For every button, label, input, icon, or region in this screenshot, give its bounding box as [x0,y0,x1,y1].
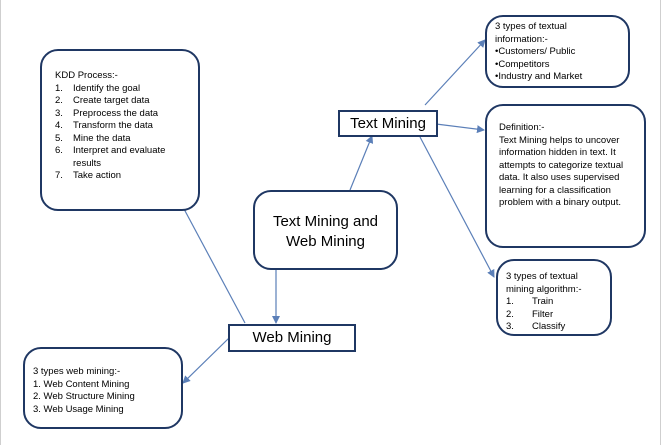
kdd-step: 3.Preprocess the data [55,107,159,119]
central-topic-node: Text Mining and Web Mining [253,190,398,270]
definition-node: Definition:- Text Mining helps to uncove… [485,104,646,248]
web-mining-type-item: 1. Web Content Mining [33,378,130,390]
mining-algorithm-item: 1.Train [506,296,554,307]
arrow-center-to-text-mining [349,135,374,191]
textual-information-title: 3 types of textual information:- [495,21,567,45]
definition-title: Definition:- [499,122,545,133]
mining-algorithm-title: 3 types of textual mining algorithm:- [506,271,582,295]
web-mining-types-title: 3 types web mining:- [33,366,121,377]
textual-information-item: •Competitors [495,58,550,70]
web-mining-types-list: 1. Web Content Mining 2. Web Structure M… [33,379,175,417]
mining-algorithm-item: 2.Filter [506,308,554,320]
mining-algorithm-node: 3 types of textual mining algorithm:- 1.… [496,259,612,336]
web-mining-label: Web Mining [252,329,332,346]
central-topic-line1: Text Mining and [272,213,379,230]
textual-information-item: •Industry and Market [495,71,583,82]
arrow-web-mining-to-kdd [175,193,246,324]
kdd-list: 1.Identify the goal 2.Create target data… [55,83,190,183]
definition-body: Text Mining helps to uncover information… [499,134,624,209]
kdd-process-node: KDD Process:- 1.Identify the goal 2.Crea… [40,49,200,211]
textual-information-list: •Customers/ Public •Competitors •Industr… [495,46,622,84]
arrow-text-mining-to-definition [435,123,485,134]
central-topic-line2: Web Mining [286,233,365,250]
text-mining-label: Text Mining [350,115,426,132]
kdd-step: 4.Transform the data [55,120,153,131]
kdd-step: 1.Identify the goal [55,82,141,94]
mining-algorithm-list: 1.Train 2.Filter 3.Classify [506,296,604,334]
kdd-step: 2.Create target data [55,95,150,106]
arrow-web-mining-to-web-types [182,337,230,384]
web-mining-type-item: 3. Web Usage Mining [33,403,124,415]
kdd-step: 5.Mine the data [55,132,131,144]
arrow-text-mining-to-algorithm [419,136,495,278]
web-mining-node: Web Mining [228,324,356,352]
text-mining-node: Text Mining [338,110,438,137]
web-mining-type-item: 2. Web Structure Mining [33,391,135,402]
arrow-text-mining-to-textual-info [424,39,486,106]
kdd-step: 6.Interpret and evaluate results [55,145,166,169]
textual-information-node: 3 types of textual information:- •Custom… [485,15,630,88]
mining-algorithm-item: 3.Classify [506,321,566,332]
web-mining-types-node: 3 types web mining:- 1. Web Content Mini… [23,347,183,429]
textual-information-item: •Customers/ Public [495,46,576,57]
kdd-title: KDD Process:- [55,70,118,81]
kdd-step: 7.Take action [55,170,122,181]
